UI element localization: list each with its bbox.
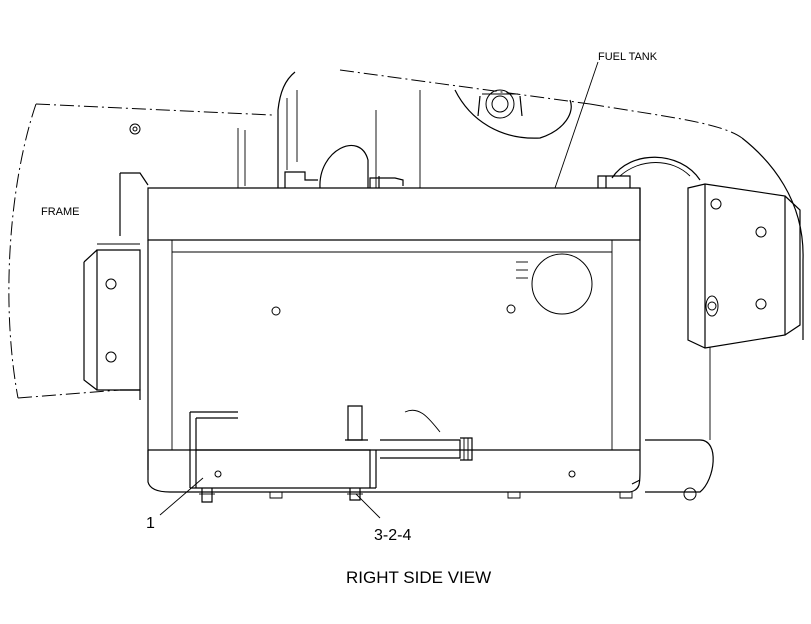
fasteners — [199, 488, 363, 503]
leader-lines — [159, 61, 599, 519]
filler-neck — [454, 89, 572, 139]
frame-outline — [8, 103, 273, 400]
lower-base — [147, 449, 641, 499]
frame-crossmember — [147, 187, 641, 470]
left-mount-bracket — [83, 243, 141, 391]
top-brackets — [284, 171, 631, 188]
fuel-fitting — [345, 405, 473, 461]
view-title: RIGHT SIDE VIEW — [346, 568, 491, 587]
fuel-tank-outline — [237, 69, 804, 340]
frame-label: FRAME — [41, 206, 80, 218]
right-housing — [611, 156, 714, 501]
tank-panel — [172, 251, 612, 316]
callout-3-2-4: 3-2-4 — [374, 527, 411, 544]
right-mount-bracket — [687, 183, 801, 349]
strap-clamp — [189, 411, 377, 489]
callout-1: 1 — [146, 515, 155, 532]
fuel-tank-label: FUEL TANK — [598, 51, 658, 63]
